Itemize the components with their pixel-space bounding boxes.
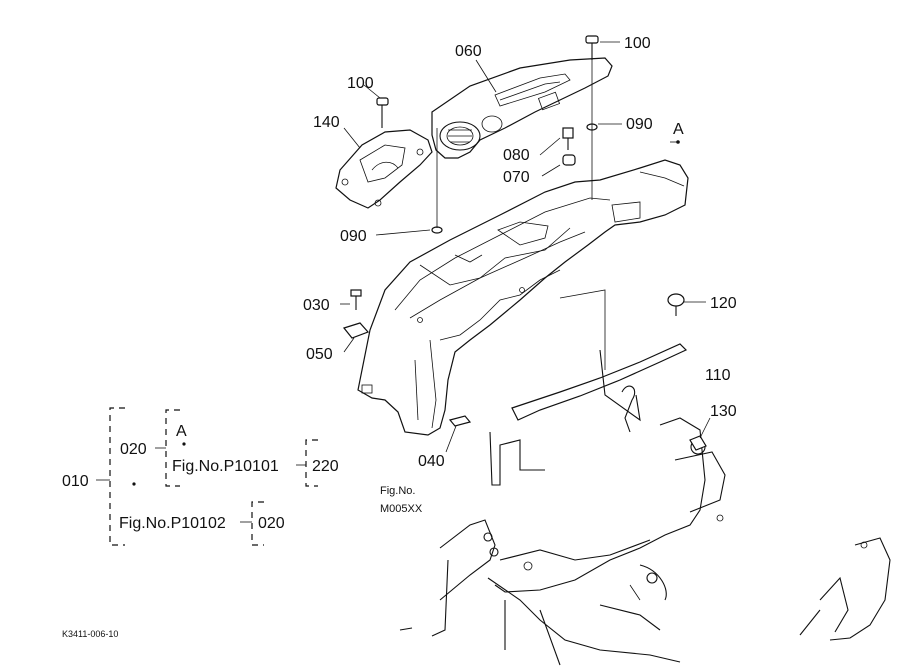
callout-120: 120 — [710, 295, 737, 312]
tree-ref-220: 220 — [312, 458, 339, 475]
frame-ref-line2: M005XX — [380, 503, 423, 515]
callout-a: A — [673, 121, 684, 138]
callout-090-left: 090 — [340, 228, 367, 245]
reference-tree — [96, 407, 318, 546]
pad-040 — [448, 415, 472, 427]
bolt-100-top — [585, 35, 599, 60]
callout-050: 050 — [306, 346, 333, 363]
callout-100-left: 100 — [347, 75, 374, 92]
callout-060: 060 — [455, 43, 482, 60]
leader-lines — [340, 41, 711, 453]
bolt-100-left — [376, 97, 389, 128]
tree-ref-a: A — [176, 423, 187, 440]
callout-130: 130 — [710, 403, 737, 420]
tree-ref-fig-p10102: Fig.No.P10102 — [119, 515, 226, 532]
cover-140 — [335, 129, 433, 209]
callout-090-right: 090 — [626, 116, 653, 133]
callout-110: 110 — [705, 367, 731, 384]
cap-120 — [667, 293, 685, 316]
tree-root-010: 010 — [62, 473, 89, 490]
console-housing — [357, 159, 689, 436]
screw-030 — [350, 289, 362, 310]
grommet-070 — [562, 154, 576, 166]
frame-left-support — [399, 519, 499, 637]
callout-040: 040 — [418, 453, 445, 470]
tractor-frame — [487, 417, 726, 666]
tree-ref-020: 020 — [258, 515, 285, 532]
callout-140: 140 — [313, 114, 340, 131]
fastener-080 — [562, 127, 574, 150]
cover-panel-060 — [431, 57, 613, 159]
frame-ref-line1: Fig.No. — [380, 485, 415, 497]
callout-080: 080 — [503, 147, 530, 164]
bolt-130 — [689, 435, 707, 451]
drawing-code: K3411-006-10 — [62, 629, 118, 639]
callout-030: 030 — [303, 297, 330, 314]
alignment-lines — [436, 60, 593, 228]
plate-050 — [342, 322, 370, 339]
callout-070: 070 — [503, 169, 530, 186]
tree-branch-020: 020 — [120, 441, 147, 458]
tree-ref-fig-p10101: Fig.No.P10101 — [172, 458, 279, 475]
frame-right-piece — [799, 537, 891, 641]
bracket-110 — [489, 289, 688, 486]
callout-100-top: 100 — [624, 35, 651, 52]
